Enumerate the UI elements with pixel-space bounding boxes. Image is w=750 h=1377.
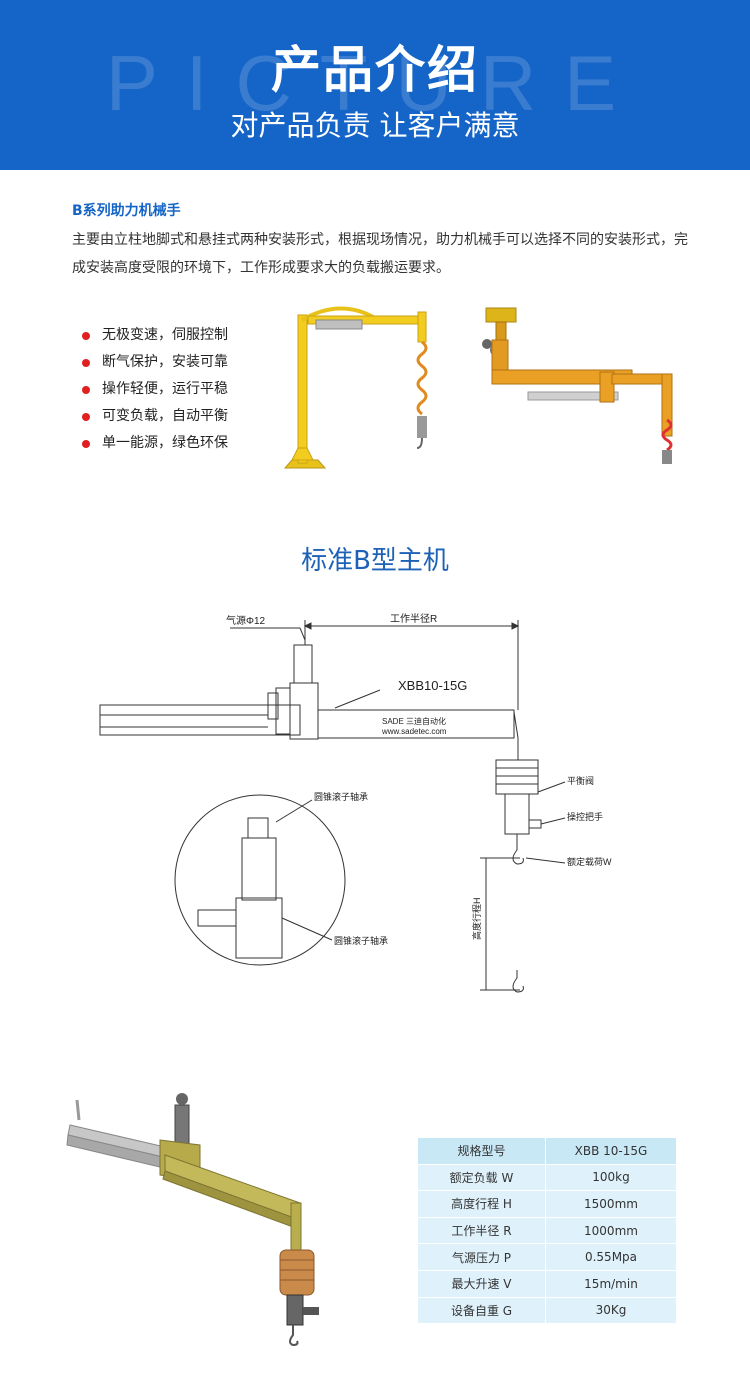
column-manipulator-photo: [283, 306, 428, 469]
bullet-icon: [82, 439, 90, 448]
section-title: 标准B型主机: [301, 546, 449, 576]
banner-subtitle: 对产品负责 让客户满意: [230, 109, 520, 142]
feature-item: 操作轻便，运行平稳: [82, 376, 228, 403]
bullet-icon: [82, 385, 90, 394]
product-description: 主要由立柱地脚式和悬挂式两种安装形式，根据现场情况，助力机械手可以选择不同的安装…: [72, 232, 688, 276]
feature-item: 单一能源，绿色环保: [82, 430, 228, 457]
banner-title: 产品介绍: [271, 41, 479, 99]
bullet-icon: [82, 358, 90, 367]
valve-label: 平衡阀: [567, 775, 594, 786]
hanging-manipulator-photo: [482, 307, 673, 464]
stroke-label: 高度行程H: [471, 898, 482, 941]
radius-label: 工作半径R: [390, 612, 437, 625]
bearing-label-2: 圆锥滚子轴承: [334, 935, 388, 946]
product-series-title: B系列助力机械手: [72, 203, 181, 219]
technical-drawing: 气源Φ12 工作半径R XBB10-15G SADE 三迪自动化 www.sad…: [99, 612, 612, 993]
air-source-label: 气源Φ12: [226, 614, 266, 627]
url-label: www.sadetec.com: [381, 727, 447, 736]
bearing-label-1: 圆锥滚子轴承: [314, 791, 368, 802]
manipulator-3d-render: [66, 1093, 319, 1347]
bullet-icon: [82, 412, 90, 421]
feature-list: 无极变速，伺服控制 断气保护，安装可靠 操作轻便，运行平稳 可变负载，自动平衡 …: [82, 322, 228, 457]
load-label: 额定载荷W: [567, 856, 612, 867]
handle-label: 操控把手: [567, 811, 603, 822]
feature-item: 可变负载，自动平衡: [82, 403, 228, 430]
feature-item: 断气保护，安装可靠: [82, 349, 228, 376]
banner-watermark: PICTURE: [105, 39, 645, 127]
bullet-icon: [82, 331, 90, 340]
brand-label: SADE 三迪自动化: [382, 716, 446, 726]
feature-item: 无极变速，伺服控制: [82, 322, 228, 349]
header-banner: PICTURE 产品介绍 对产品负责 让客户满意: [0, 0, 750, 170]
model-label: XBB10-15G: [398, 678, 467, 693]
